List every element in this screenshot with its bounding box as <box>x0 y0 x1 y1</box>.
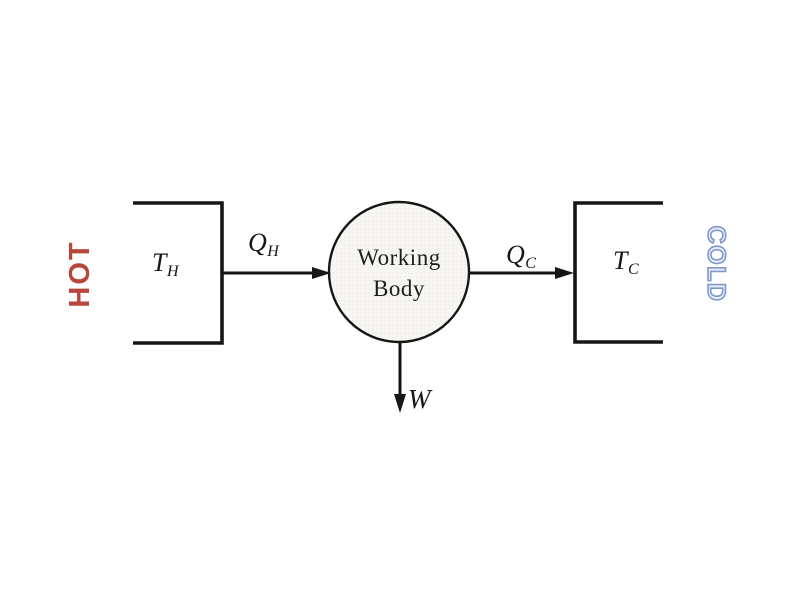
working-body-circle <box>327 200 471 344</box>
heat-in-subscript: H <box>267 243 280 260</box>
heat-in-arrowhead-icon <box>312 267 331 279</box>
heat-out-symbol: Q <box>506 240 526 269</box>
hot-temperature-label: TH <box>152 248 180 280</box>
work-arrowhead-icon <box>394 394 406 413</box>
hot-temperature-subscript: H <box>166 263 180 280</box>
heat-in-label: QH <box>248 228 280 260</box>
cold-reservoir-box <box>573 201 663 344</box>
heat-in-symbol: Q <box>248 228 268 257</box>
cold-temperature-subscript: C <box>627 261 640 278</box>
hot-side-label: HOT <box>64 240 96 307</box>
heat-out-label: QC <box>506 240 537 272</box>
work-label: W <box>408 384 431 415</box>
work-symbol: W <box>408 384 431 414</box>
cold-temperature-label: TC <box>613 246 640 278</box>
working-body-line2: Body <box>373 276 425 301</box>
working-body-line1: Working <box>357 245 441 270</box>
heat-out-subscript: C <box>525 255 537 272</box>
cold-side-label: COLD <box>702 226 730 303</box>
cold-temperature-symbol: T <box>613 246 628 275</box>
heat-out-arrowhead-icon <box>555 267 574 279</box>
working-body-label: Working Body <box>329 238 469 308</box>
hot-temperature-symbol: T <box>152 248 167 277</box>
